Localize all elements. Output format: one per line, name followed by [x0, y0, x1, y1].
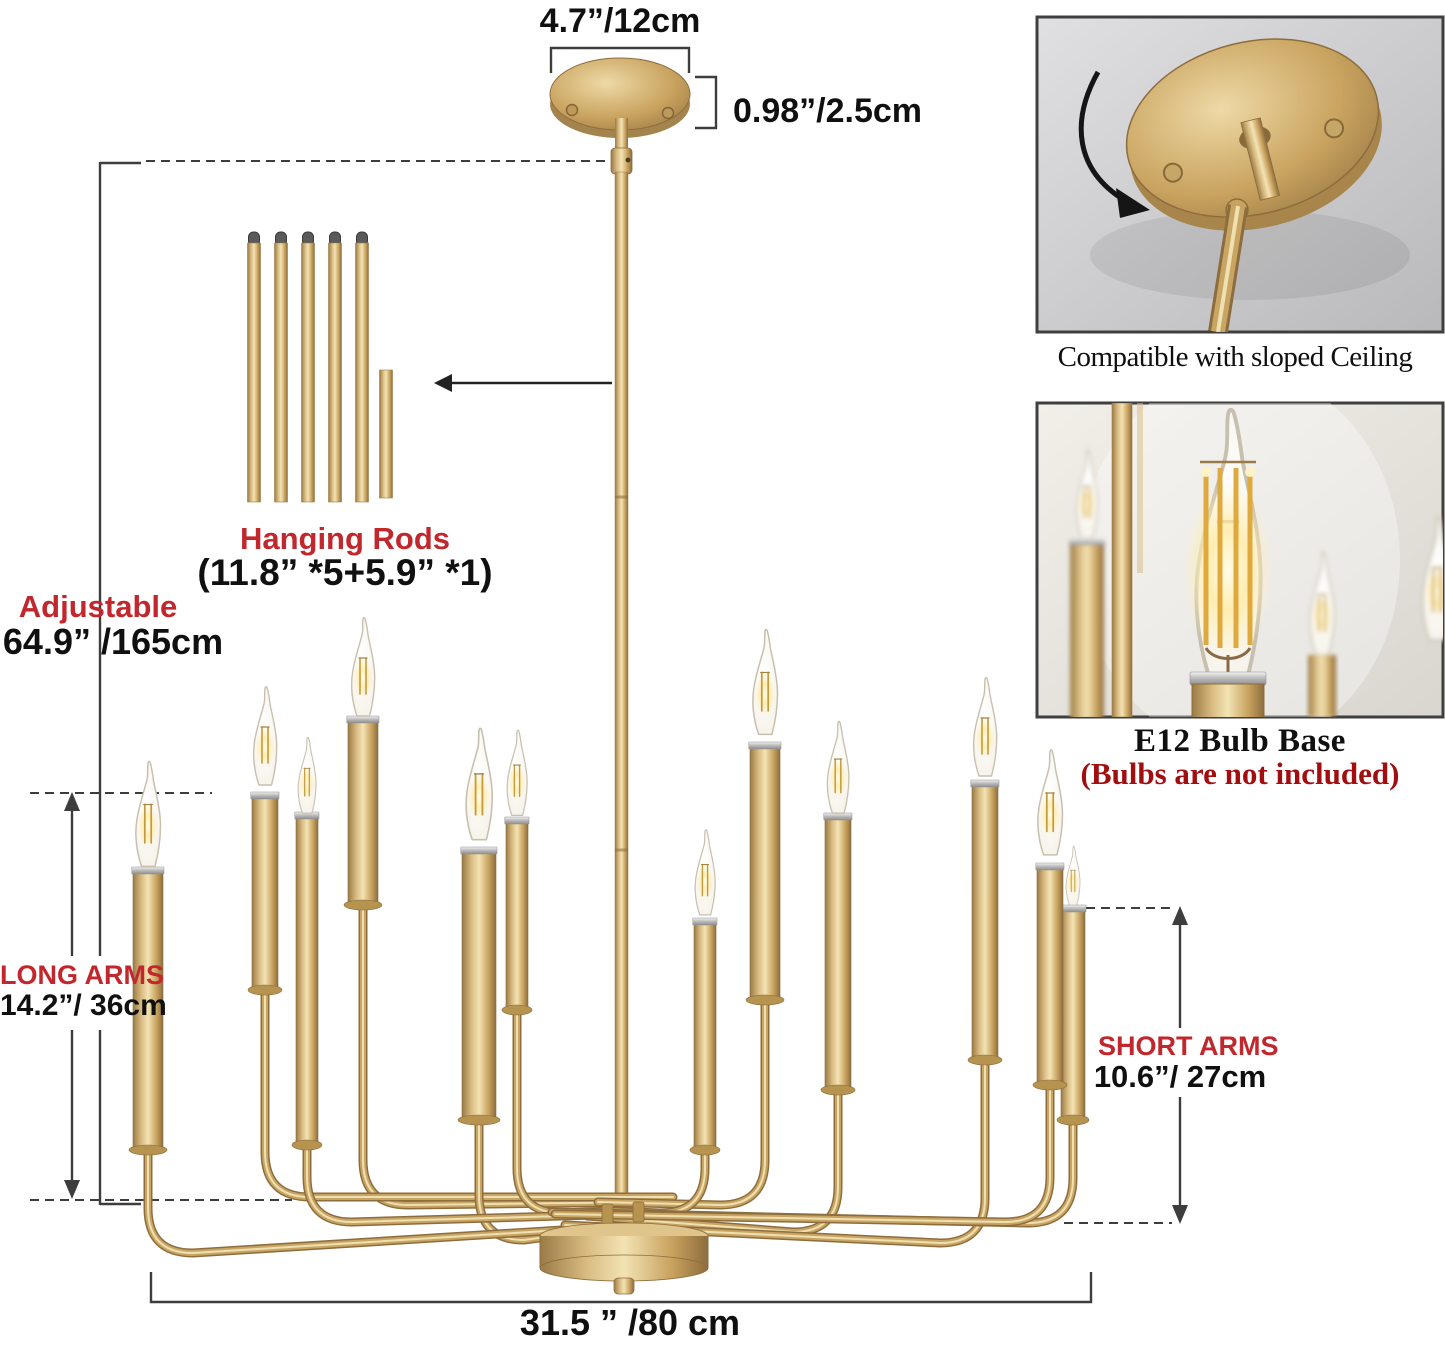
candle-arm [550, 749, 1068, 1227]
short-arms-arrow [1064, 906, 1188, 1224]
canopy-screw [1162, 162, 1183, 183]
hanging-rods-label: Hanging Rods [239, 521, 451, 556]
canopy-screw [565, 103, 579, 117]
canopy-width-bracket [549, 46, 691, 73]
candles [128, 616, 1090, 1258]
short-arms-label: SHORT ARMS [1098, 1031, 1279, 1061]
bulb-inset [1035, 401, 1445, 719]
sloped-ceiling-caption: Compatible with sloped Ceiling [1057, 341, 1413, 373]
background-candle [1069, 448, 1105, 717]
fixture-width-label: 31.5 ” /80 cm [519, 1302, 741, 1343]
e12-bulb [1184, 410, 1272, 717]
long-arms-value: 14.2”/ 36cm [0, 989, 167, 1022]
rods-pointer-arrow-icon [434, 374, 612, 392]
bulb-base-caption: E12 Bulb Base [1134, 723, 1346, 759]
candle-arm [547, 845, 1090, 1228]
candle-arm [128, 760, 695, 1258]
candle-arm [291, 736, 672, 1227]
candle-arm [343, 616, 663, 1210]
background-candle [1308, 550, 1336, 717]
adjustable-height-line [98, 160, 606, 1206]
canopy-width-label: 4.7”/12cm [539, 2, 701, 40]
canopy-height-label: 0.98”/2.5cm [733, 92, 923, 130]
hanging-rods-group [247, 231, 612, 503]
canopy-screw [1324, 118, 1345, 139]
short-arms-value: 10.6”/ 27cm [1093, 1059, 1267, 1094]
adjustable-label: Adjustable [18, 589, 178, 624]
canopy-and-rod [549, 57, 691, 1239]
candle-arm [593, 628, 785, 1210]
long-arms-label: LONG ARMS [0, 960, 164, 990]
rotation-arrow-icon [1078, 70, 1150, 218]
canopy-height-bracket [695, 75, 718, 130]
bulbs-not-included-caption: (Bulbs are not included) [1080, 756, 1400, 791]
sloped-ceiling-inset [1035, 15, 1445, 334]
canopy-screw [661, 106, 675, 120]
down-rod [614, 171, 629, 1239]
adjustable-value: 64.9” /165cm [2, 621, 224, 662]
long-arms-arrow [30, 792, 292, 1201]
hub-drum [539, 1201, 709, 1295]
candle-arm [457, 727, 646, 1245]
hanging-rods-detail: (11.8” *5+5.9” *1) [197, 552, 493, 593]
dimension-lines [30, 46, 1188, 1304]
fixture-width-bracket [149, 1272, 1093, 1304]
candle-arm [560, 676, 1003, 1248]
